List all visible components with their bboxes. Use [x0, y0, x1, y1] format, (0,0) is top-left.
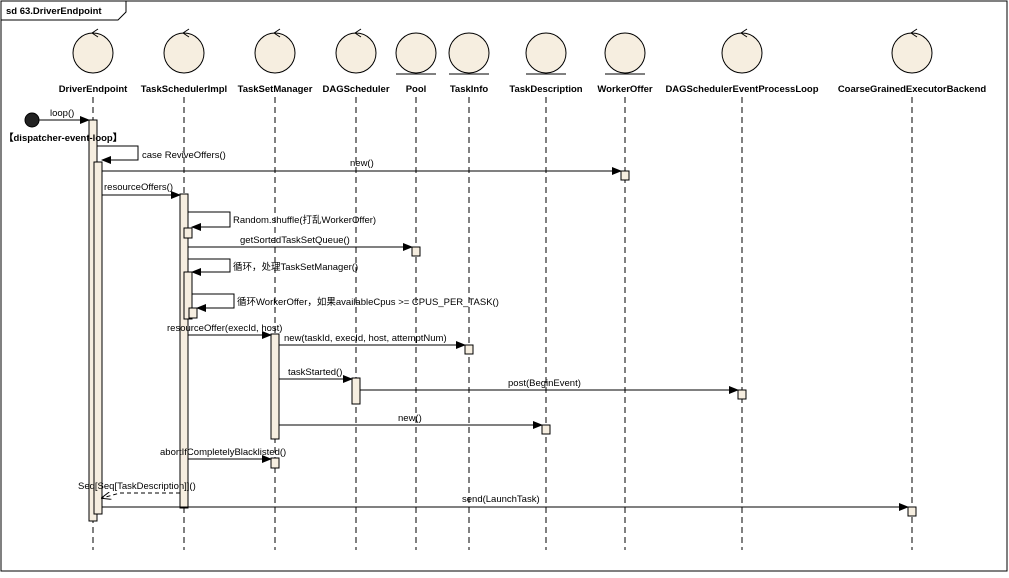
activations — [88, 119, 917, 522]
msg-revive — [97, 145, 139, 164]
control-icon — [72, 32, 114, 74]
label-dispatcher-note: 【dispatcher-event-loop】 — [4, 132, 122, 144]
label-launch: send(LaunchTask) — [462, 494, 540, 505]
msg-return-seq — [102, 493, 180, 498]
entity-icon — [525, 32, 567, 74]
msg-shuffle — [188, 211, 231, 231]
msg-loop-offer — [192, 293, 235, 312]
entity-icon — [395, 32, 437, 74]
participant-workeroffer: WorkerOffer — [597, 32, 653, 95]
participant-label: DriverEndpoint — [59, 84, 128, 95]
participant-label: DAGSchedulerEventProcessLoop — [665, 84, 818, 95]
label-loop-tsm: 循环，处理TaskSetManager() — [233, 261, 358, 273]
participant-label: TaskDescription — [509, 84, 582, 95]
control-arrow-icon — [910, 28, 918, 38]
participant-label: TaskInfo — [450, 84, 489, 95]
control-icon — [163, 32, 205, 74]
control-arrow-icon — [354, 28, 362, 38]
participant-taskinfo: TaskInfo — [448, 32, 490, 95]
label-revive: case ReviveOffers() — [142, 150, 226, 161]
label-new-taskdesc: new() — [398, 413, 422, 424]
control-icon — [254, 32, 296, 74]
activation-cgeb — [907, 506, 917, 517]
control-icon — [721, 32, 763, 74]
activation-workeroffer — [620, 170, 630, 181]
activation-tsi-shuffle — [183, 227, 193, 239]
participants: DriverEndpoint TaskSchedulerImpl TaskSetMa… — [59, 28, 987, 95]
participant-label: Pool — [406, 84, 427, 95]
frame-title: sd 63.DriverEndpoint — [6, 6, 102, 17]
activation-tsi-outer — [179, 193, 189, 509]
participant-driver: DriverEndpoint — [59, 28, 128, 95]
msg-loop-tsm — [188, 258, 231, 276]
participant-label: WorkerOffer — [597, 84, 653, 95]
label-loop: loop() — [50, 108, 74, 119]
participant-cgeb: CoarseGrainedExecutorBackend — [838, 28, 987, 95]
activation-tsi-loop-offer — [188, 307, 198, 319]
control-icon — [891, 32, 933, 74]
activation-taskdesc — [541, 424, 551, 435]
label-getSorted: getSortedTaskSetQueue() — [240, 235, 350, 246]
participant-tsm: TaskSetManager — [238, 28, 313, 95]
participant-dag: DAGScheduler — [322, 28, 390, 95]
participant-label: DAGScheduler — [322, 84, 389, 95]
label-new-workeroffer: new() — [350, 158, 374, 169]
label-loop-offer: 循环WorkerOffer，如果availableCpus >= CPUS_PE… — [237, 296, 499, 308]
activation-tsm-abort — [270, 457, 280, 469]
participant-pool: Pool — [395, 32, 437, 95]
control-arrow-icon — [273, 28, 281, 38]
activation-dagloop — [737, 389, 747, 400]
activation-tsm — [270, 333, 280, 440]
label-resourceOffers: resourceOffers() — [104, 182, 173, 193]
participant-taskdesc: TaskDescription — [509, 32, 583, 95]
entity-icon — [604, 32, 646, 74]
control-arrow-icon — [740, 28, 748, 38]
label-resourceOffer: resourceOffer(execId, host) — [167, 323, 282, 334]
control-icon — [335, 32, 377, 74]
activation-taskinfo — [464, 344, 474, 355]
label-abort: abortIfCompletelyBlacklisted() — [160, 447, 286, 458]
activation-driver-inner — [93, 161, 103, 515]
participant-label: TaskSetManager — [238, 84, 313, 95]
activation-dag — [351, 377, 361, 405]
participant-dagloop: DAGSchedulerEventProcessLoop — [665, 28, 819, 95]
frame-title-tab — [1, 1, 127, 21]
initial-node — [24, 112, 40, 128]
activation-tsi-loop-tsm — [183, 271, 193, 320]
control-arrow-icon — [91, 28, 99, 38]
label-shuffle: Random.shuffle(打乱WorkerOffer) — [233, 214, 376, 226]
participant-label: CoarseGrainedExecutorBackend — [838, 84, 987, 95]
activation-pool — [411, 246, 421, 257]
label-postBegin: post(BeginEvent) — [508, 378, 581, 389]
label-return-seq: Seq[Seq[TaskDescription]]() — [78, 481, 196, 492]
participant-tsi: TaskSchedulerImpl — [141, 28, 227, 95]
participant-label: TaskSchedulerImpl — [141, 84, 227, 95]
label-new-taskinfo: new(taskId, execId, host, attemptNum) — [284, 333, 447, 344]
control-arrow-icon — [182, 28, 190, 38]
entity-icon — [448, 32, 490, 74]
label-taskStarted: taskStarted() — [288, 367, 342, 378]
